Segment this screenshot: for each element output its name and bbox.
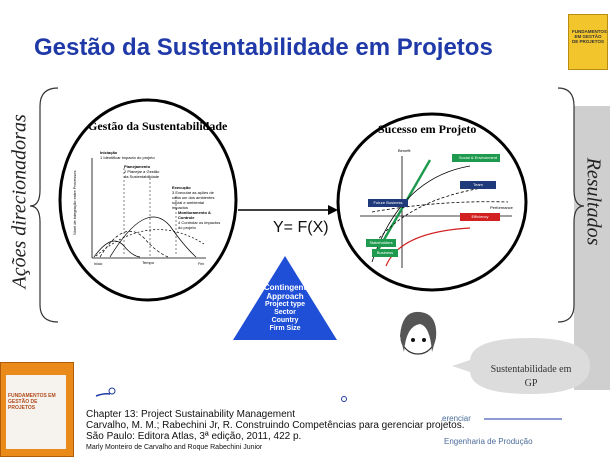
character-illustration bbox=[400, 311, 437, 355]
triangle-heading: Contingent Approach bbox=[263, 283, 307, 301]
phase-name: Monitoramento & Controle bbox=[178, 210, 211, 220]
phase-name: Planejamento bbox=[124, 164, 151, 169]
book-cover-text: FUNDAMENTOS EM GESTÃO DE PROJETOS bbox=[572, 29, 607, 44]
label-team: Team bbox=[473, 182, 483, 187]
left-x-end: Fim bbox=[198, 262, 204, 266]
phase-execution: Execução 3 Executar as ações de cada um … bbox=[172, 185, 220, 210]
phase-desc: 4 Controlar os impactos do projeto bbox=[178, 220, 221, 230]
triangle-item: Firm Size bbox=[269, 325, 301, 332]
right-y-label: Benefit bbox=[398, 148, 411, 153]
phase-desc: 2 Planejar a Gestão da Sustentabilidade bbox=[124, 169, 160, 179]
book-cover-image: FUNDAMENTOS EM GESTÃO DE PROJETOS bbox=[0, 362, 74, 457]
page-title: Gestão da Sustentabilidade em Projetos bbox=[34, 34, 493, 61]
driving-actions-label: Ações direcionadoras bbox=[8, 114, 31, 289]
label-stakeholders: Stakeholders bbox=[369, 240, 393, 245]
label-future-business: Future Business bbox=[373, 200, 403, 205]
book-cover-panel: FUNDAMENTOS EM GESTÃO DE PROJETOS bbox=[6, 375, 66, 449]
label-social-environment: Social & Environment bbox=[458, 155, 498, 160]
book-cover-image: FUNDAMENTOS EM GESTÃO DE PROJETOS bbox=[568, 14, 608, 70]
right-brace bbox=[557, 87, 585, 323]
triangle-text: Contingent Approach Project type Sector … bbox=[246, 283, 324, 333]
right-x-label: Performance bbox=[490, 205, 513, 210]
formula: Y= F(X) bbox=[273, 219, 329, 236]
phase-initiation: Iniciação 1 Identificar impacto do proje… bbox=[100, 150, 190, 160]
citation-line: Chapter 13: Project Sustainability Manag… bbox=[86, 409, 296, 420]
contingent-triangle bbox=[233, 256, 337, 340]
citation-line: São Paulo: Editora Atlas, 3ª edição, 201… bbox=[86, 431, 302, 442]
footer-eng-producao: Engenharia de Produção bbox=[444, 437, 533, 446]
left-x-start: Início bbox=[94, 262, 103, 266]
citation: Chapter 13: Project Sustainability Manag… bbox=[86, 409, 465, 453]
results-label: Resultados bbox=[582, 157, 605, 246]
triangle-item: Country bbox=[271, 317, 299, 324]
label-efficiency: Efficiency bbox=[471, 214, 489, 219]
left-y-label: Nível de integração entre Processos bbox=[72, 170, 77, 235]
footer-gerenciar: erenciar bbox=[442, 414, 471, 423]
label-business: Business bbox=[376, 250, 394, 255]
triangle-item: Sector bbox=[274, 309, 296, 316]
phase-desc: 1 Identificar impacto do projeto bbox=[100, 155, 155, 160]
speech-bubble bbox=[452, 338, 590, 394]
right-circle-title: Sucesso em Projeto bbox=[378, 122, 477, 136]
left-circle-title: Gestão da Sustentabilidade bbox=[88, 119, 228, 133]
bubble-text: Sustentabilidade em GP bbox=[490, 364, 572, 389]
results-band bbox=[574, 106, 610, 390]
phase-planning: Planejamento 2 Planejar a Gestão da Sust… bbox=[124, 164, 164, 179]
phase-name: Execução bbox=[172, 185, 191, 190]
phase-name: Iniciação bbox=[100, 150, 118, 155]
citation-line: Carvalho, M. M.; Rabechini Jr, R. Constr… bbox=[86, 420, 465, 431]
left-x-label: Tempo bbox=[142, 260, 155, 265]
citation-authors: Marly Monteiro de Carvalho and Roque Rab… bbox=[86, 444, 263, 451]
book-cover-text: FUNDAMENTOS EM GESTÃO DE PROJETOS bbox=[8, 393, 56, 411]
phase-desc: 3 Executar as ações de cada um dos ambie… bbox=[172, 190, 215, 210]
phase-monitoring: Monitoramento & Controle 4 Controlar os … bbox=[178, 210, 224, 230]
triangle-item: Project type bbox=[264, 301, 306, 308]
left-brace bbox=[29, 87, 59, 323]
